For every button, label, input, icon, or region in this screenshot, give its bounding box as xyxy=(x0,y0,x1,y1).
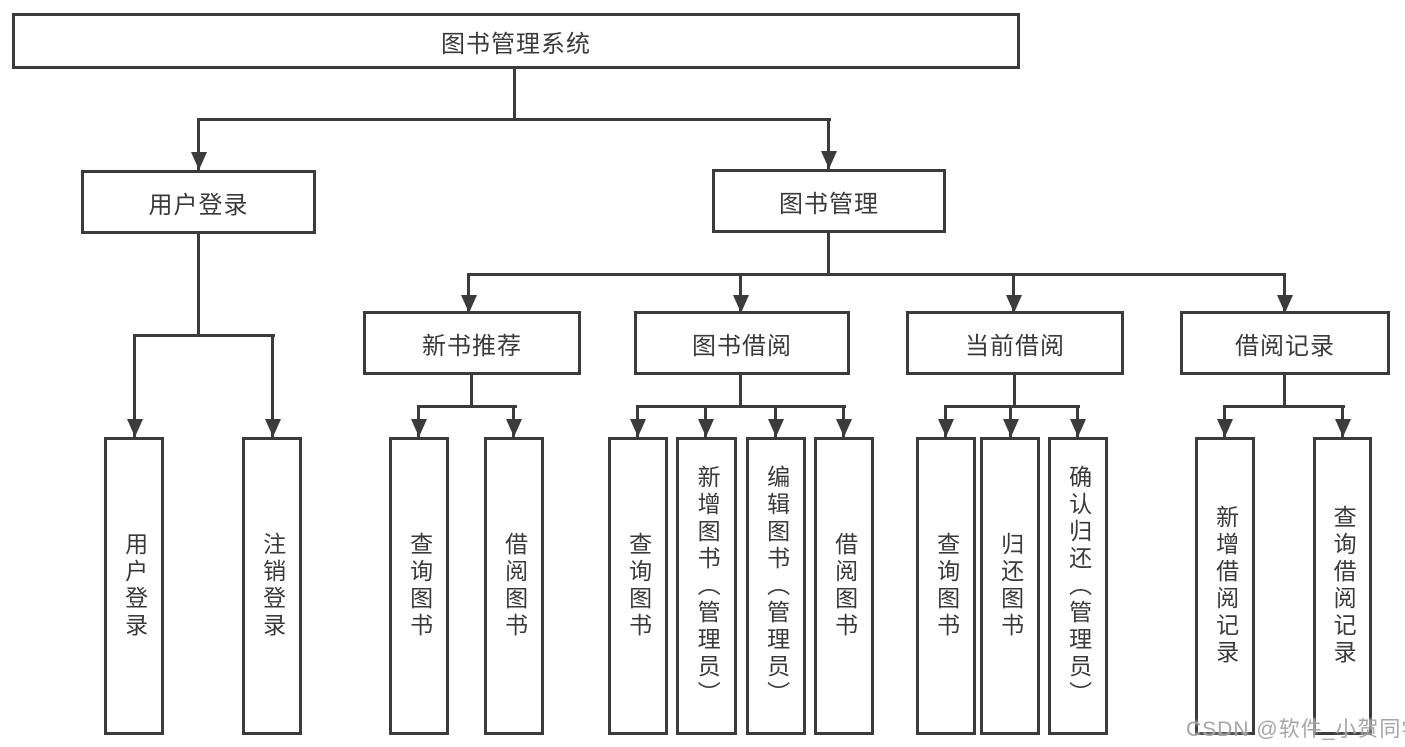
connector-user-login-trunk xyxy=(197,232,200,335)
connector-borrow-records-branch xyxy=(1223,405,1345,408)
node-current-borrow: 当前借阅 xyxy=(906,311,1124,375)
connector-book-management-trunk xyxy=(827,231,830,276)
leaf-add-books-admin: 新增图书（管理员） xyxy=(676,437,737,735)
arrow-down-icon xyxy=(1216,405,1233,437)
leaf-query-books-recommend: 查询图书 xyxy=(389,437,449,735)
leaf-query-books-current: 查询图书 xyxy=(916,437,976,735)
connector-user-login-branch xyxy=(133,334,275,337)
node-new-book-recommend: 新书推荐 xyxy=(363,311,581,375)
arrow-down-icon xyxy=(767,405,784,437)
leaf-query-books-borrow: 查询图书 xyxy=(608,437,668,735)
arrow-down-icon xyxy=(629,405,646,437)
arrow-down-icon xyxy=(937,405,954,437)
leaf-user-login: 用户登录 xyxy=(104,437,164,735)
leaf-borrow-books: 借阅图书 xyxy=(814,437,874,735)
arrow-down-icon xyxy=(1334,405,1351,437)
connector-new-book-trunk xyxy=(470,375,473,408)
leaf-add-borrow-record: 新增借阅记录 xyxy=(1195,437,1255,735)
arrow-down-icon xyxy=(505,405,522,437)
connector-root-branch xyxy=(197,118,831,121)
arrow-down-icon xyxy=(126,334,143,437)
connector-book-management-branch xyxy=(468,273,1286,276)
connector-borrow-records-trunk xyxy=(1283,375,1286,408)
node-user-login-branch: 用户登录 xyxy=(81,170,316,234)
arrow-down-icon xyxy=(264,334,281,437)
arrow-down-icon xyxy=(732,273,749,313)
arrow-down-icon xyxy=(835,405,852,437)
arrow-down-icon xyxy=(1069,405,1086,437)
connector-root-trunk xyxy=(513,68,516,120)
leaf-return-books: 归还图书 xyxy=(980,437,1040,735)
connector-current-borrow-branch xyxy=(944,405,1080,408)
connector-current-borrow-trunk xyxy=(1013,375,1016,408)
arrow-down-icon xyxy=(1005,273,1022,313)
arrow-down-icon xyxy=(410,405,427,437)
csdn-watermark: CSDN @软件_小贺同学 xyxy=(1186,718,1405,741)
leaf-query-borrow-record: 查询借阅记录 xyxy=(1313,437,1372,735)
leaf-logout: 注销登录 xyxy=(242,437,302,735)
arrow-down-icon xyxy=(1002,405,1019,437)
connector-book-borrow-trunk xyxy=(739,375,742,408)
leaf-edit-books-admin: 编辑图书（管理员） xyxy=(746,437,806,735)
connector-new-book-branch xyxy=(417,405,517,408)
arrow-down-icon xyxy=(1276,273,1293,313)
arrow-down-icon xyxy=(190,118,207,170)
arrow-down-icon xyxy=(697,405,714,437)
connector-book-borrow-branch xyxy=(636,405,846,408)
leaf-borrow-books-recommend: 借阅图书 xyxy=(484,437,544,735)
leaf-confirm-return-admin: 确认归还（管理员） xyxy=(1048,437,1108,735)
arrow-down-icon xyxy=(460,273,477,313)
arrow-down-icon xyxy=(820,118,837,169)
node-root: 图书管理系统 xyxy=(12,13,1020,69)
node-borrow-records: 借阅记录 xyxy=(1180,311,1390,375)
node-book-management-branch: 图书管理 xyxy=(712,169,946,233)
node-book-borrow: 图书借阅 xyxy=(634,311,850,375)
